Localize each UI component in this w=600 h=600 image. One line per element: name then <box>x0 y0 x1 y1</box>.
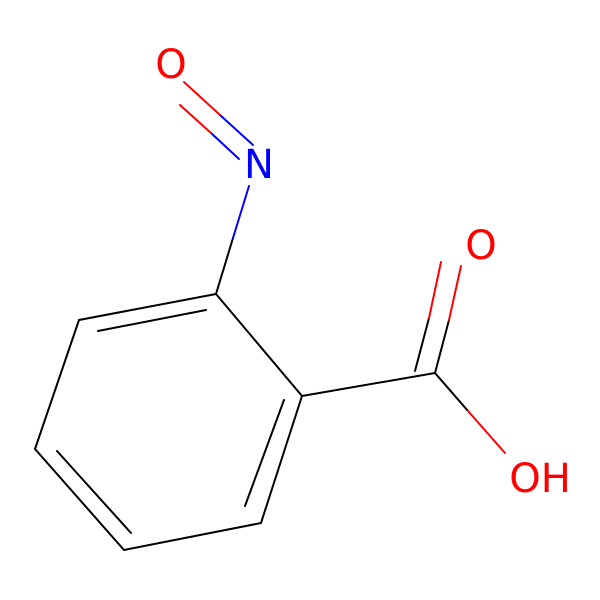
nitroso-oxygen-label: O <box>155 42 186 88</box>
ring-bond-2 <box>34 319 80 450</box>
benzene-ring <box>34 293 303 551</box>
ring-bond-1-inner <box>97 309 207 332</box>
ring-to-carboxyl-bond <box>301 372 436 397</box>
ring-bond-3-inner <box>56 450 132 534</box>
c-oh-bond-carbon-half <box>434 372 469 412</box>
carbonyl-oxygen-label: O <box>465 223 496 269</box>
hydroxyl-label: OH <box>509 456 571 502</box>
c-o-double-bond-a-carbon <box>434 319 450 374</box>
n-o-bond-b-oxygen <box>179 104 212 134</box>
nitroso-nitrogen-label: N <box>244 142 274 188</box>
c-n-bond-carbon-half <box>215 237 234 295</box>
ring-bond-6 <box>215 293 303 397</box>
ring-bond-5-inner <box>244 399 285 507</box>
c-o-double-bond-b-carbon <box>414 317 430 372</box>
c-o-double-bond-a-oxygen <box>448 265 462 321</box>
ring-bond-3 <box>34 448 125 551</box>
n-o-bond-a-nitrogen <box>219 114 254 146</box>
ring-bond-4 <box>123 522 262 551</box>
c-oh-bond-oxygen-half <box>467 410 506 454</box>
n-o-bond-a-oxygen <box>183 81 221 116</box>
nitroso-group: O N <box>155 42 274 295</box>
n-o-bond-b-nitrogen <box>210 132 240 160</box>
ring-bond-5 <box>260 395 303 524</box>
carboxylic-acid-group: O OH <box>301 223 571 502</box>
ring-bond-1 <box>78 293 217 321</box>
c-o-double-bond-b-oxygen <box>428 261 442 319</box>
c-n-bond-nitrogen-half <box>232 185 250 239</box>
